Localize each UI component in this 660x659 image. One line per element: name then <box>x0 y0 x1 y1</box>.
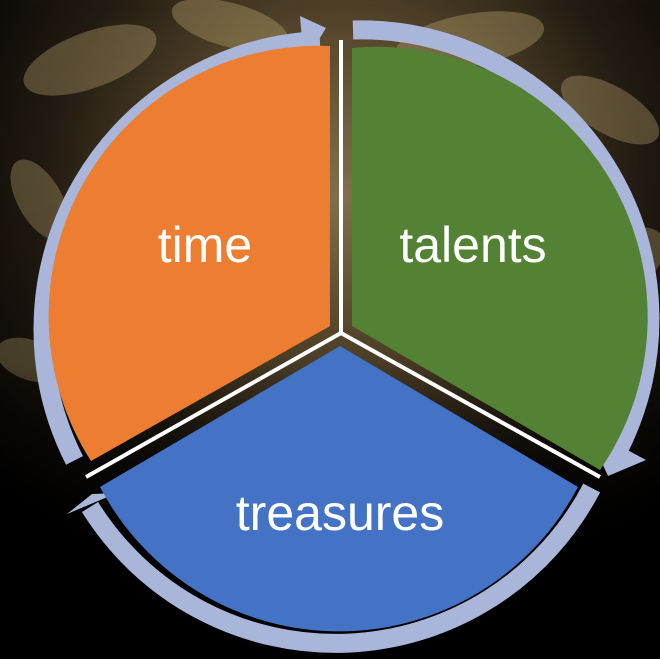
label-treasures: treasures <box>236 485 444 541</box>
segment-time <box>48 45 330 461</box>
cycle-segments <box>48 45 648 632</box>
divider-left <box>85 331 342 479</box>
divider-right <box>340 331 601 479</box>
segment-talents <box>352 46 648 470</box>
arrow-arc-talents <box>352 20 660 452</box>
label-time: time <box>158 217 252 273</box>
arrow-head-treasures <box>67 493 117 514</box>
arrow-arc-treasures <box>81 483 601 653</box>
segment-treasures <box>100 346 578 632</box>
label-talents: talents <box>399 217 546 273</box>
cycle-arrow-ring <box>33 16 660 653</box>
arrow-arc-time <box>33 31 321 465</box>
segment-dividers <box>85 40 601 479</box>
